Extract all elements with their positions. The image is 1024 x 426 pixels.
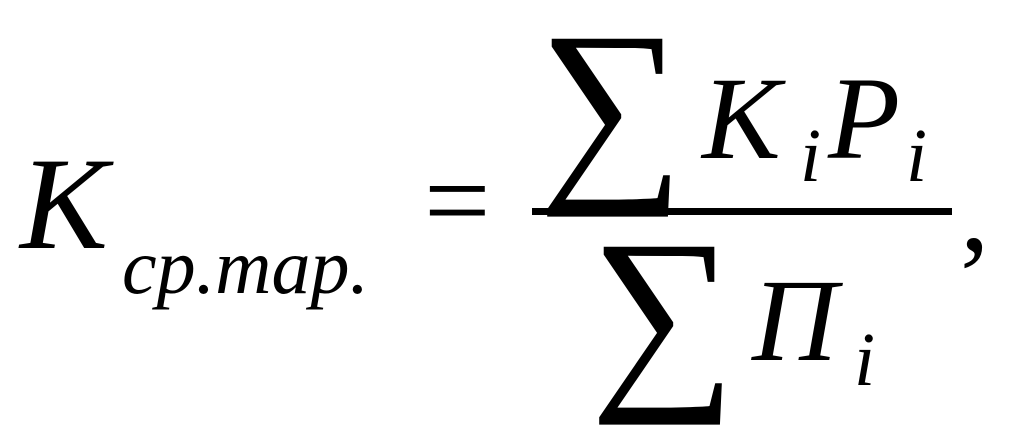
equals-sign: = [424, 135, 491, 266]
denominator-subscript: i [854, 318, 876, 402]
denominator-symbol: П [752, 255, 838, 386]
denominator-sum-symbol: ∑ [590, 199, 737, 426]
lhs-symbol: K [20, 130, 109, 277]
numerator-sum-symbol: ∑ [538, 0, 685, 218]
fraction-bar [532, 208, 952, 215]
trailing-comma: , [960, 145, 990, 276]
numerator-subscript-k: i [800, 114, 822, 198]
numerator-symbol-p: P [828, 53, 901, 184]
numerator-symbol-k: K [702, 53, 781, 184]
numerator-subscript-p: i [906, 114, 928, 198]
lhs-subscript: cp.map. [122, 223, 369, 310]
